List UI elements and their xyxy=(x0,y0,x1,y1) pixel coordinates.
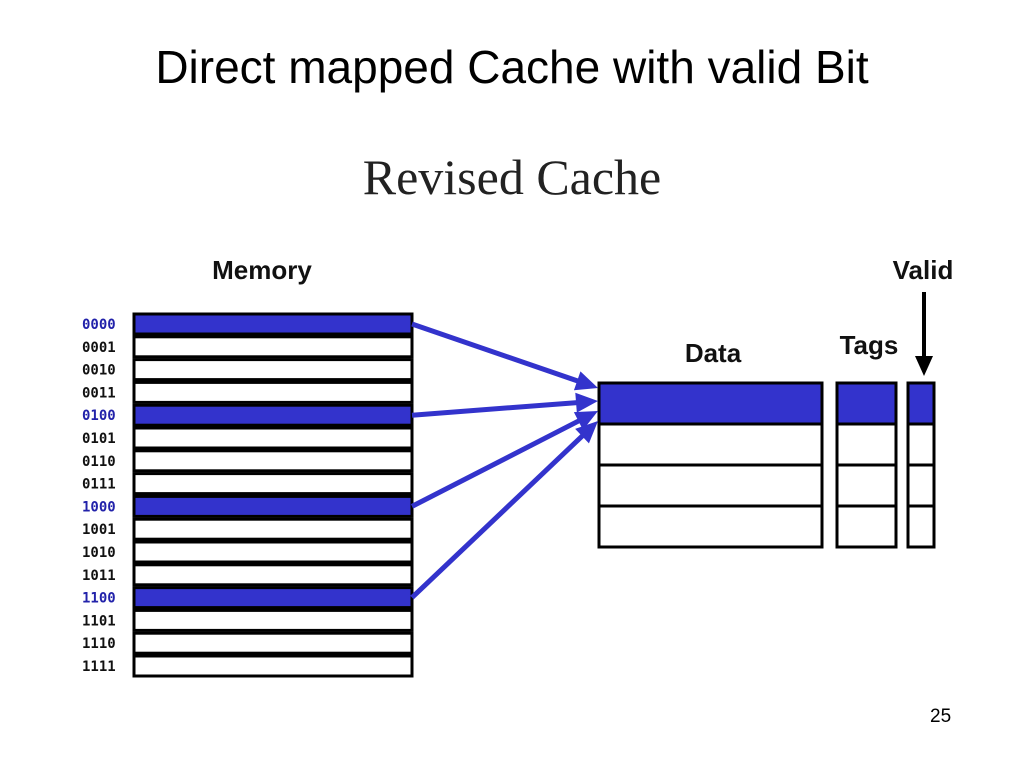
mapping-arrow xyxy=(410,416,585,509)
memory-address-label: 1101 xyxy=(82,613,116,629)
valid-pointer-arrowhead xyxy=(915,356,933,376)
mapping-arrowhead xyxy=(575,421,598,444)
memory-address-label: 0100 xyxy=(82,408,116,424)
diagram-title: Revised Cache xyxy=(362,149,662,205)
memory-row xyxy=(132,380,414,404)
memory-row xyxy=(132,631,414,655)
memory-address-label: 0111 xyxy=(82,477,116,493)
memory-address-label: 0011 xyxy=(82,385,116,401)
memory-row xyxy=(132,654,414,678)
memory-row xyxy=(132,335,414,359)
mapping-arrowhead xyxy=(575,392,598,413)
memory-row xyxy=(132,494,414,518)
cache-data-cell xyxy=(597,504,824,549)
memory-address-label: 1100 xyxy=(82,591,116,607)
memory-address-label: 0110 xyxy=(82,454,116,470)
slide-number: 25 xyxy=(930,706,952,727)
memory-address-label: 1110 xyxy=(82,636,116,652)
memory-row xyxy=(132,563,414,587)
memory-row xyxy=(132,312,414,336)
cache-valid-cell xyxy=(906,504,936,549)
mapping-arrow xyxy=(411,321,584,386)
memory-block: 0000 0001 0010 0011 0100 0101 0110 0111 1000 1001… xyxy=(82,312,414,678)
memory-row xyxy=(132,586,414,610)
memory-address-label: 1010 xyxy=(82,545,116,561)
memory-row xyxy=(132,358,414,382)
mapping-arrows xyxy=(410,292,933,600)
memory-address-label: 0000 xyxy=(82,317,116,333)
mapping-arrowhead xyxy=(573,411,598,430)
valid-label: Valid xyxy=(893,255,954,285)
cache-data-cell xyxy=(597,381,824,426)
cache-valid-cell xyxy=(906,381,936,426)
memory-row xyxy=(132,426,414,450)
memory-row xyxy=(132,517,414,541)
tags-label: Tags xyxy=(840,330,899,360)
cache-data-cell xyxy=(597,463,824,508)
cache-tag-cell xyxy=(835,504,898,549)
mapping-arrowhead xyxy=(573,371,598,391)
memory-row xyxy=(132,608,414,632)
cache-tag-cell xyxy=(835,381,898,426)
memory-row xyxy=(132,540,414,564)
memory-address-label: 1001 xyxy=(82,522,116,538)
memory-row xyxy=(132,472,414,496)
cache-tag-cell xyxy=(835,463,898,508)
mapping-arrow xyxy=(411,399,583,418)
cache-tag-cell xyxy=(835,422,898,467)
memory-address-label: 1011 xyxy=(82,568,116,584)
memory-label: Memory xyxy=(212,255,312,285)
memory-address-label: 0001 xyxy=(82,340,116,356)
memory-address-label: 0101 xyxy=(82,431,116,447)
cache-valid-cell xyxy=(906,463,936,508)
data-label: Data xyxy=(685,338,742,368)
cache-valid-cell xyxy=(906,422,936,467)
slide-title: Direct mapped Cache with valid Bit xyxy=(155,41,869,93)
memory-address-label: 1111 xyxy=(82,659,116,675)
cache-block xyxy=(597,381,936,549)
mapping-arrow xyxy=(410,430,589,600)
memory-row xyxy=(132,403,414,427)
cache-data-cell xyxy=(597,422,824,467)
memory-row xyxy=(132,449,414,473)
memory-address-label: 0010 xyxy=(82,363,116,379)
memory-address-label: 1000 xyxy=(82,499,116,515)
